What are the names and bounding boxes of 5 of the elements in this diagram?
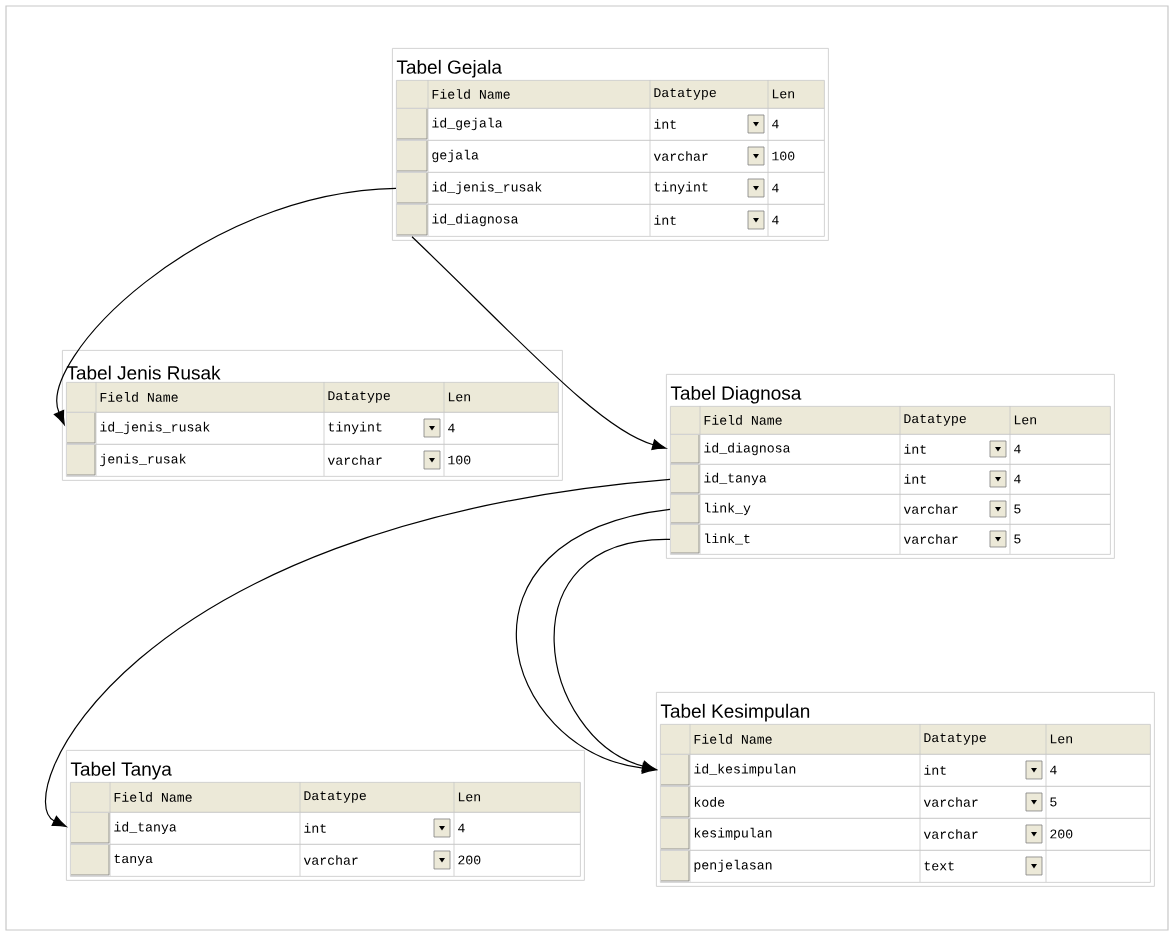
arrow: [553, 538, 671, 772]
arrow: [53, 187, 397, 425]
arrow: [45, 478, 671, 828]
arrow: [516, 508, 671, 774]
arrow: [411, 236, 667, 451]
